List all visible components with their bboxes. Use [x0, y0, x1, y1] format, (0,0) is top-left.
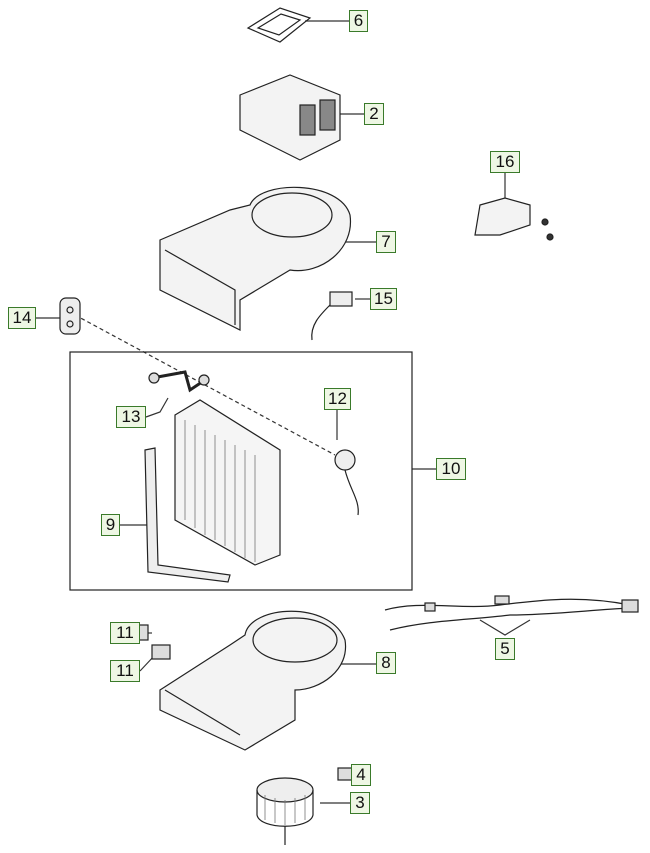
callout-11-a[interactable]: 11: [110, 622, 140, 644]
callout-15[interactable]: 15: [370, 288, 397, 310]
callout-5[interactable]: 5: [495, 638, 515, 660]
relay-part: [151, 644, 171, 660]
intake-case-part: [239, 74, 341, 161]
seal-part: [144, 447, 231, 583]
sensor-part: [311, 291, 353, 341]
callout-7[interactable]: 7: [376, 231, 396, 253]
callout-13[interactable]: 13: [116, 406, 146, 428]
pipe-part: [148, 370, 210, 393]
callout-12[interactable]: 12: [324, 388, 351, 410]
callout-3[interactable]: 3: [350, 792, 370, 814]
callout-11-b[interactable]: 11: [110, 660, 140, 682]
callout-4[interactable]: 4: [351, 764, 371, 786]
upper-case-part: [159, 186, 352, 331]
callout-16[interactable]: 16: [490, 151, 520, 173]
lower-case-part: [159, 610, 347, 751]
evaporator-assembly-frame: [69, 351, 413, 591]
harness-part: [384, 595, 639, 631]
grommet-part: [59, 297, 81, 335]
thermo-sensor-part: [334, 449, 359, 516]
callout-10[interactable]: 10: [436, 458, 466, 480]
evaporator-core-part: [174, 399, 281, 566]
bracket-part: [474, 197, 554, 241]
callout-6[interactable]: 6: [349, 10, 368, 32]
callout-8[interactable]: 8: [376, 652, 396, 674]
callout-14[interactable]: 14: [8, 307, 36, 329]
resistor-part: [337, 767, 353, 781]
callout-9[interactable]: 9: [101, 514, 120, 536]
gasket-part: [246, 7, 312, 43]
blower-motor-part: [256, 777, 314, 845]
callout-2[interactable]: 2: [364, 103, 384, 125]
